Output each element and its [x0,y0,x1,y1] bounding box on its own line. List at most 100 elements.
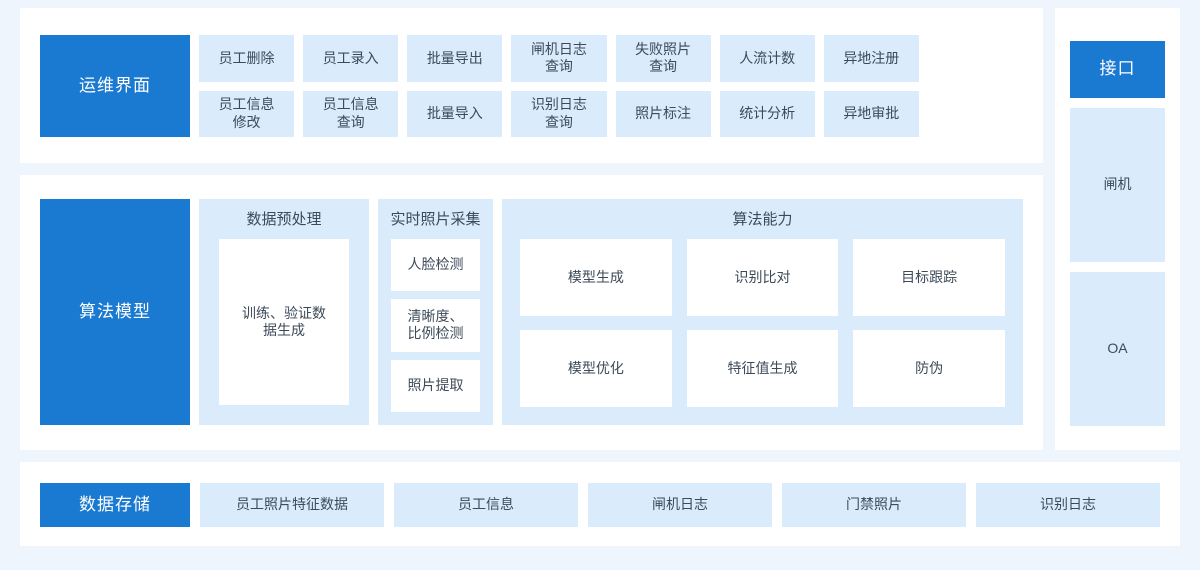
ability-item-feature-value-generation[interactable]: 特征值生成 [686,330,839,407]
ops-cell-employee-info-query[interactable]: 员工信息 查询 [303,90,399,137]
capture-item-label: 清晰度、 比例检测 [408,308,464,343]
ops-cell-label: 批量导出 [426,49,483,66]
ops-cell-label: 人流计数 [739,49,796,66]
preprocess-item-label: 训练、验证数 据生成 [242,305,326,340]
panel-realtime-photo-capture: 实时照片采集 人脸检测 清晰度、 比例检测 照片提取 [378,199,493,425]
panel-data-preprocess: 数据预处理 训练、验证数 据生成 [199,199,369,425]
ops-cell-statistics-analysis[interactable]: 统计分析 [719,90,815,137]
capture-line2: 比例检测 [407,325,464,342]
interface-item-gate[interactable]: 闸机 [1070,108,1165,262]
ability-item-target-tracking[interactable]: 目标跟踪 [853,239,1005,316]
interface-layer-content: 接口 闸机 OA [1070,41,1165,426]
ops-cell-remote-approval[interactable]: 异地审批 [823,90,919,137]
ops-cell-line2: 查询 [544,113,573,130]
capture-item-label: 人脸检测 [407,256,464,273]
storage-item-gate-log[interactable]: 闸机日志 [588,483,772,527]
ops-cell-line1: 员工信息 [218,96,275,113]
storage-item-label: 员工照片特征数据 [236,496,348,513]
ops-cell-label: 员工录入 [322,49,379,66]
storage-layer-label: 数据存储 [40,483,190,527]
ops-cell-line1: 失败照片 [635,40,692,57]
ability-item-anti-spoofing[interactable]: 防伪 [853,330,1005,407]
storage-item-label: 闸机日志 [652,496,708,513]
capture-line1: 清晰度、 [407,307,464,324]
ops-cell-label: 员工信息 查询 [323,96,379,131]
ops-cell-line2: 查询 [544,58,573,75]
capture-item-photo-extraction[interactable]: 照片提取 [391,359,480,412]
storage-layer-card: 数据存储 员工照片特征数据 员工信息 闸机日志 门禁照片 识别日志 [20,462,1180,546]
ops-cell-line1: 员工信息 [322,96,379,113]
ops-cell-label: 员工删除 [218,49,275,66]
ops-cell-employee-info-modify[interactable]: 员工信息 修改 [199,90,295,137]
interface-layer-label: 接口 [1070,41,1165,98]
ops-cell-label: 批量导入 [426,105,483,121]
panel-data-preprocess-title: 数据预处理 [246,211,322,228]
ability-item-label: 目标跟踪 [901,268,958,285]
ops-cell-gate-log-query[interactable]: 闸机日志 查询 [511,35,607,82]
storage-item-label: 识别日志 [1040,496,1096,513]
ability-item-label: 识别比对 [734,268,791,285]
ops-cell-failed-photo-query[interactable]: 失败照片 查询 [615,35,711,82]
ability-item-model-generation[interactable]: 模型生成 [520,239,672,316]
ops-cell-line1: 识别日志 [530,96,587,113]
ops-cell-batch-export[interactable]: 批量导出 [407,35,503,82]
ops-cell-label: 员工信息 修改 [219,96,275,131]
preprocess-item-training-validation-data[interactable]: 训练、验证数 据生成 [219,239,349,405]
storage-item-access-photo[interactable]: 门禁照片 [782,483,966,527]
panel-algorithm-ability-title: 算法能力 [732,211,793,228]
capture-item-label: 照片提取 [407,377,464,394]
storage-layer-content: 数据存储 员工照片特征数据 员工信息 闸机日志 门禁照片 识别日志 [40,483,1160,527]
ops-cell-employee-entry[interactable]: 员工录入 [303,35,399,82]
storage-item-label: 员工信息 [458,496,514,513]
ability-item-grid: 模型生成 识别比对 目标跟踪 模型优化 特征值生成 防伪 [520,239,1005,407]
capture-item-clarity-ratio-detection[interactable]: 清晰度、 比例检测 [391,299,480,352]
algorithm-layer-card: 算法模型 数据预处理 训练、验证数 据生成 实时照片采集 人脸检测 [20,175,1043,450]
storage-item-grid: 员工照片特征数据 员工信息 闸机日志 门禁照片 识别日志 [200,483,1160,527]
ops-cell-line2: 查询 [336,113,365,130]
ops-cell-label: 识别日志 查询 [531,96,587,131]
storage-item-employee-info[interactable]: 员工信息 [394,483,578,527]
panel-algorithm-ability: 算法能力 模型生成 识别比对 目标跟踪 模型优化 特征值生成 [502,199,1023,425]
ops-cell-batch-import[interactable]: 批量导入 [407,90,503,137]
storage-item-recognition-log[interactable]: 识别日志 [976,483,1160,527]
ops-grid-spacer-top [928,35,1023,82]
ops-cell-label: 照片标注 [635,105,692,121]
ops-layer-label: 运维界面 [40,35,190,137]
ops-cell-people-flow-count[interactable]: 人流计数 [719,35,815,82]
ability-item-label: 模型优化 [567,359,624,376]
algorithm-layer-content: 算法模型 数据预处理 训练、验证数 据生成 实时照片采集 人脸检测 [40,199,1023,425]
ability-item-label: 特征值生成 [727,359,798,376]
ops-cell-label: 闸机日志 查询 [531,41,587,76]
ability-item-recognition-comparison[interactable]: 识别比对 [686,239,839,316]
ops-cell-recognition-log-query[interactable]: 识别日志 查询 [511,90,607,137]
interface-item-oa[interactable]: OA [1070,272,1165,426]
capture-item-list: 人脸检测 清晰度、 比例检测 照片提取 [391,239,480,412]
ops-cell-line1: 闸机日志 [530,40,587,57]
ability-item-label: 模型生成 [567,268,624,285]
preprocess-line2: 据生成 [263,322,305,338]
ops-cell-label: 异地审批 [843,105,900,121]
ops-cell-line2: 查询 [649,58,678,75]
ops-cell-photo-annotation[interactable]: 照片标注 [615,90,711,137]
ops-grid-spacer-bottom [928,91,1023,138]
capture-item-face-detection[interactable]: 人脸检测 [391,239,480,292]
interface-layer-card: 接口 闸机 OA [1055,8,1180,450]
ops-cell-line2: 修改 [232,113,261,130]
storage-item-employee-photo-feature-data[interactable]: 员工照片特征数据 [200,483,384,527]
ops-layer-card: 运维界面 员工删除 员工录入 批量导出 闸机日志 查询 [20,8,1043,163]
ops-function-grid: 员工删除 员工录入 批量导出 闸机日志 查询 失败照片 [199,35,1023,137]
panel-realtime-photo-capture-title: 实时照片采集 [390,211,481,228]
ops-cell-label: 异地注册 [843,49,900,66]
ops-cell-employee-delete[interactable]: 员工删除 [199,35,295,82]
storage-item-label: 门禁照片 [846,496,902,513]
algorithm-layer-label: 算法模型 [40,199,190,425]
ability-item-label: 防伪 [915,359,944,376]
preprocess-line1: 训练、验证数 [242,304,326,321]
interface-item-label: OA [1107,340,1128,357]
ops-cell-label: 失败照片 查询 [635,41,691,76]
ability-item-model-optimization[interactable]: 模型优化 [520,330,672,407]
interface-item-label: 闸机 [1103,176,1132,193]
ops-cell-label: 统计分析 [739,105,796,121]
ops-cell-remote-register[interactable]: 异地注册 [823,35,919,82]
